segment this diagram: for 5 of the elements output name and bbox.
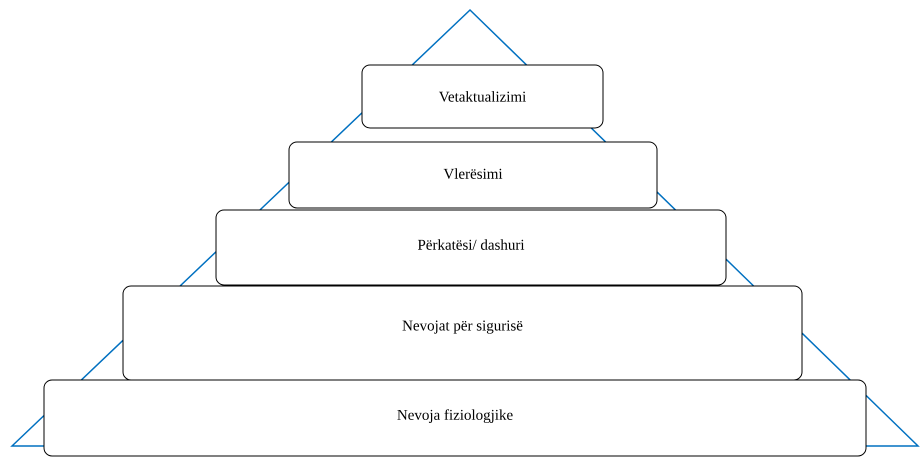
- level-box: Vlerësimi: [288, 141, 658, 208]
- level-box: Vetaktualizimi: [362, 64, 604, 128]
- level-box: Nevoja fiziologjike: [44, 379, 866, 456]
- level-box: Përkatësi/ dashuri: [216, 210, 726, 286]
- level-box: Nevojat për sigurisë: [122, 285, 802, 380]
